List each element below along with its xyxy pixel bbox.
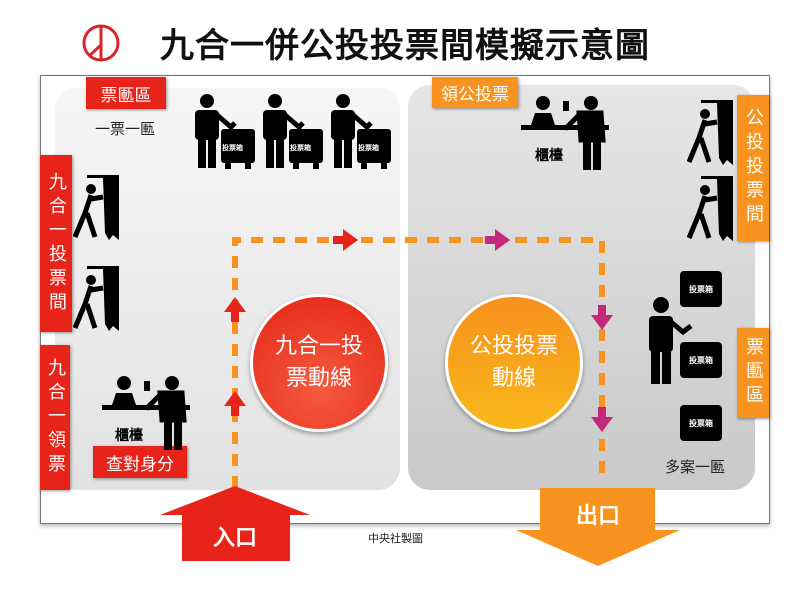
flow-circle-line1: 九合一投 [274, 334, 363, 359]
one-ballot-one-box-note: 一票一匭 [95, 120, 156, 138]
flow-circle-line2: 票動線 [285, 366, 352, 391]
counter-label: 櫃檯 [115, 428, 143, 444]
ballot-box: 投票箱 [680, 405, 722, 441]
entrance-arrow [160, 486, 310, 561]
arrow-right-icon [333, 229, 358, 251]
arrow-down-icon [591, 407, 613, 432]
arrow-up-icon [224, 297, 246, 322]
local-flow-circle: 九合一投票動線 [250, 294, 388, 432]
ballot-area-label: 票匭區 [86, 77, 166, 109]
referendum-flow-circle: 公投投票動線 [445, 294, 583, 432]
arrow-down-icon [591, 305, 613, 330]
credit: 中央社製圖 [368, 532, 423, 545]
ballot-box: 投票箱 [680, 271, 722, 307]
referendum-booth-label: 公投投票間 [737, 95, 769, 241]
page-title: 九合一併公投投票間模擬示意圖 [160, 26, 650, 66]
local-collect-label: 九合一領票 [40, 345, 70, 490]
ballot-box-label: 投票箱 [358, 144, 379, 152]
flow-circle-line2: 動線 [491, 366, 536, 391]
flow-circle-line1: 公投投票 [469, 334, 558, 359]
ballot-box-label: 投票箱 [290, 144, 311, 152]
entrance-label: 入口 [213, 526, 258, 551]
exit-arrow [516, 488, 680, 566]
local-booth-label: 九合一投票間 [40, 155, 72, 332]
counter-label: 櫃檯 [535, 148, 563, 164]
referendum-ballot-area-label: 票匭區 [737, 328, 769, 418]
ballot-box-label: 投票箱 [222, 144, 243, 152]
multi-case-one-box-note: 多案一匭 [665, 458, 726, 476]
collect-referendum-label: 領公投票 [432, 77, 518, 108]
id-check-label: 查對身分 [93, 446, 187, 478]
ballot-box: 投票箱 [680, 342, 722, 378]
voter-icon [649, 297, 693, 384]
logo-icon [82, 24, 120, 62]
arrow-right-icon [485, 229, 510, 251]
arrow-up-icon [224, 391, 246, 416]
exit-label: 出口 [576, 504, 621, 529]
